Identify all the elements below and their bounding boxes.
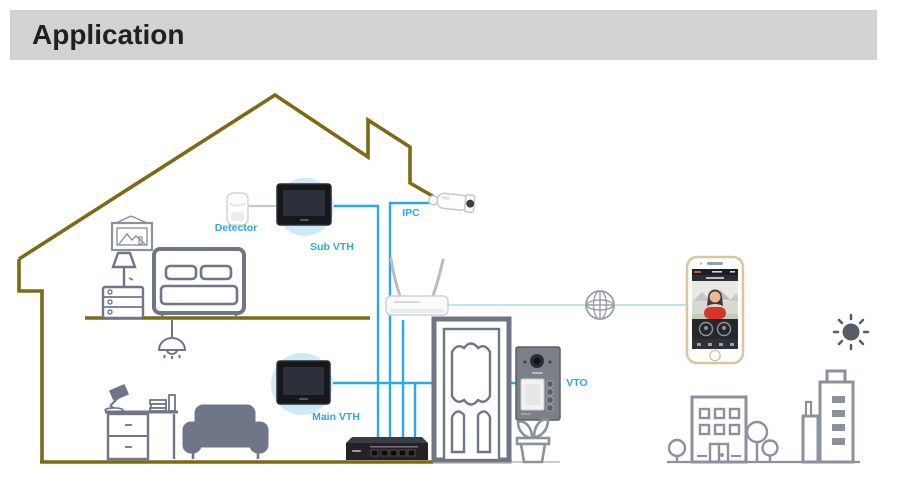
detector-icon <box>226 192 249 226</box>
books-icon <box>149 394 176 412</box>
tree-icon <box>745 420 779 462</box>
main-vth-label: Main VTH <box>312 411 360 423</box>
tower-building <box>818 380 855 464</box>
desk-lamp-icon <box>104 384 129 413</box>
subvth-to-switch-line <box>330 204 380 440</box>
picture-frame-icon <box>110 215 154 252</box>
ipc-to-switch-line <box>388 201 432 440</box>
network-switch-icon <box>346 437 428 460</box>
plant-icon <box>515 418 551 464</box>
tree-icon <box>667 438 687 462</box>
door-center-panel <box>450 342 492 406</box>
tower-annex <box>801 414 820 464</box>
pendant-light-icon <box>157 320 187 359</box>
desk-icon <box>104 384 178 461</box>
door-left-panel <box>450 410 466 454</box>
main-vth-monitor-icon <box>271 353 333 415</box>
sun-icon <box>832 313 870 351</box>
roof-line <box>18 92 437 261</box>
phone-home-button <box>709 349 721 362</box>
detector-label: Detector <box>215 222 258 234</box>
sub-vth-label: Sub VTH <box>310 241 354 253</box>
vto-label: VTO <box>566 377 587 389</box>
house-outline <box>17 92 437 464</box>
internet-globe-icon <box>585 290 615 320</box>
sofa-icon <box>182 404 269 459</box>
door-right-panel <box>476 410 492 454</box>
city-buildings-icon <box>667 369 860 464</box>
section-header: Application <box>10 10 877 60</box>
bed-icon <box>152 247 246 318</box>
nightstand-lamp-icon <box>101 251 145 320</box>
router-icon <box>385 257 449 316</box>
sub-vth-monitor-icon <box>276 178 334 236</box>
left-wall-line <box>17 259 44 462</box>
vto-doorstation-icon <box>515 346 561 421</box>
ipc-label: IPC <box>402 207 420 219</box>
smartphone-icon <box>685 255 745 365</box>
device-labels: Detector Sub VTH IPC Main VTH VTO <box>215 207 588 423</box>
door-icon <box>431 316 512 463</box>
phone-video-preview <box>692 281 738 319</box>
page-title: Application <box>32 19 185 50</box>
ipc-camera-icon <box>428 192 476 214</box>
